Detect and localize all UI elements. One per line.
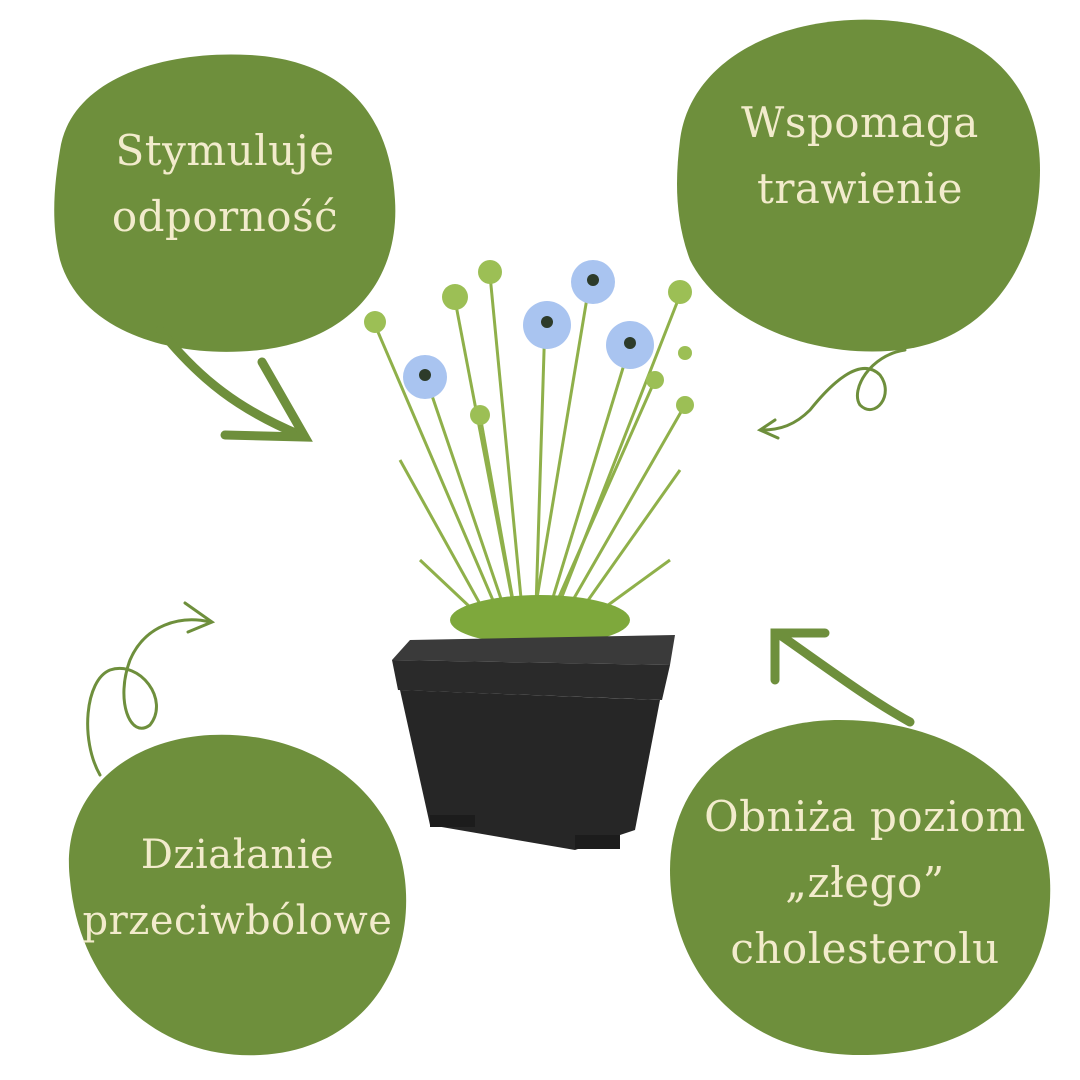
plant-illustration [364,260,694,850]
label-line: trawienie [756,164,964,213]
label-line: Wspomaga [741,98,979,147]
blob-bottom-right [670,720,1051,1055]
benefit-painkiller-label: Działanie przeciwbólowe [80,822,395,954]
label-line: Obniża poziom [704,792,1026,841]
arrow-top-left [155,325,313,442]
benefit-immunity-label: Stymuluje odporność [70,118,380,250]
blob-bottom-left [68,734,407,1056]
label-line: cholesterolu [730,924,1000,973]
benefit-digestion-label: Wspomaga trawienie [700,90,1020,222]
label-line: Działanie [140,832,335,878]
arrow-bottom-right [770,628,915,727]
arrow-top-right [756,348,907,440]
label-line: Stymuluje [115,126,335,175]
blob-top-right [677,19,1040,352]
label-line: „złego” [785,858,945,907]
label-line: przeciwbólowe [82,898,393,944]
blob-top-left [54,54,396,352]
benefit-cholesterol-label: Obniża poziom „złego” cholesterolu [690,784,1040,982]
arrow-bottom-left [86,601,216,777]
label-line: odporność [111,192,339,241]
